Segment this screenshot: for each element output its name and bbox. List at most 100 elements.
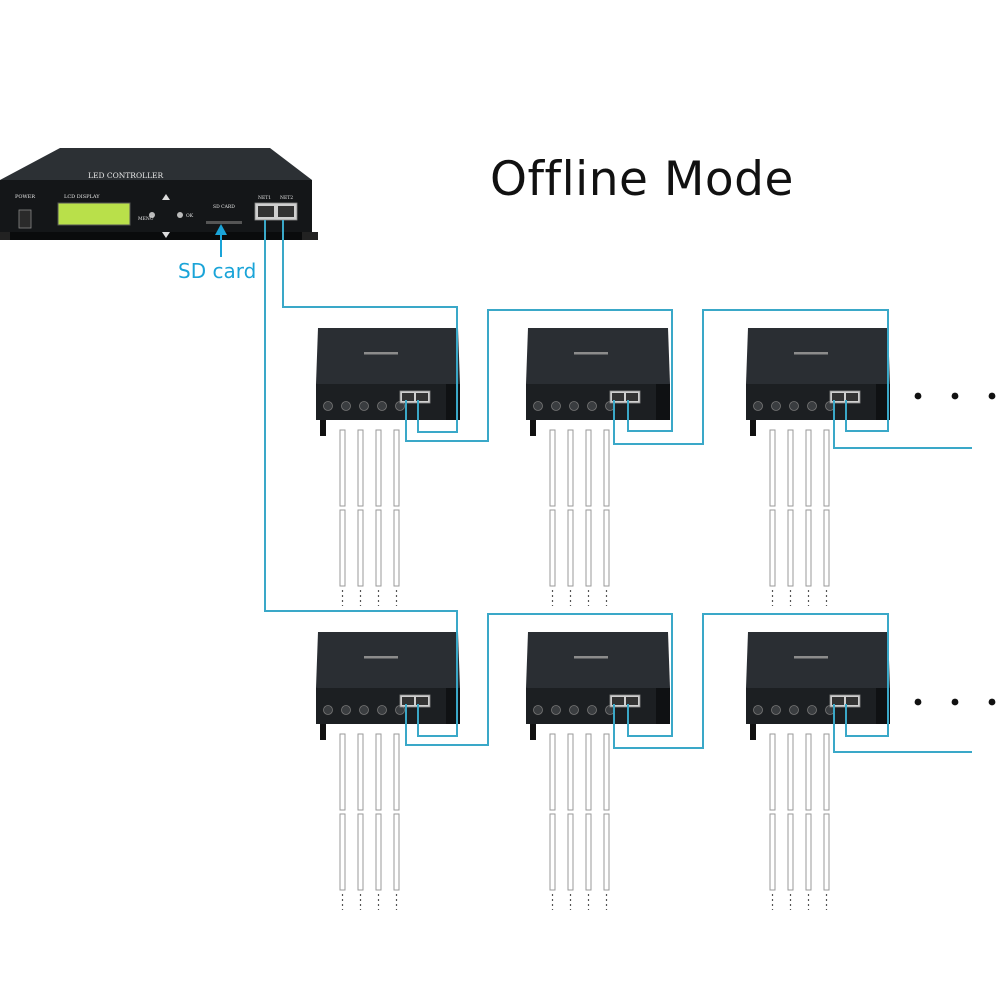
output-connector-icon	[551, 401, 561, 411]
controller-foot	[750, 724, 756, 740]
led-strip	[549, 509, 556, 587]
ethernet-port	[612, 393, 624, 401]
led-strip	[805, 509, 812, 587]
led-strip-group	[769, 429, 830, 606]
output-connector-icon	[569, 705, 579, 715]
led-strip	[769, 429, 776, 507]
led-strip	[393, 813, 400, 891]
output-connector-icon	[807, 705, 817, 715]
controller-logo	[794, 352, 828, 355]
led-strip	[787, 429, 794, 507]
cable-row1-out	[833, 400, 972, 449]
output-connector-icon	[341, 401, 351, 411]
output-connector-icon	[359, 705, 369, 715]
led-strip	[603, 813, 610, 891]
led-strip	[823, 733, 830, 811]
power-label: POWER	[15, 194, 35, 200]
led-strip	[823, 813, 830, 891]
output-connector-icon	[771, 401, 781, 411]
controller-front	[746, 688, 890, 724]
led-strip	[393, 509, 400, 587]
led-strip	[393, 733, 400, 811]
output-connector-icon	[533, 705, 543, 715]
cable-row2-link-1	[405, 613, 673, 746]
output-connector-icon	[377, 705, 387, 715]
controller-foot	[320, 420, 326, 436]
output-connector-icon	[753, 401, 763, 411]
slave-controller	[526, 328, 670, 436]
led-controller: LED CONTROLLER POWER LCD DISPLAY MENU OK…	[0, 148, 318, 240]
controller-top	[316, 328, 460, 384]
ethernet-port-net1	[258, 206, 274, 217]
led-strip	[769, 733, 776, 811]
led-strip	[339, 509, 346, 587]
ethernet-port	[832, 697, 844, 705]
led-strip	[769, 509, 776, 587]
led-strip	[357, 509, 364, 587]
ethernet-port	[626, 697, 638, 705]
controller-side	[656, 688, 670, 724]
slave-controllers	[316, 328, 890, 740]
controller-top	[746, 632, 890, 688]
cable-row1-link-2	[613, 309, 889, 445]
led-strip	[603, 509, 610, 587]
slave-controller	[526, 632, 670, 740]
output-connector-icon	[789, 705, 799, 715]
output-connector-icon	[587, 705, 597, 715]
led-strip	[375, 429, 382, 507]
ethernet-port	[416, 393, 428, 401]
controller-logo	[364, 656, 398, 659]
led-strip	[823, 509, 830, 587]
slave-controller	[316, 632, 460, 740]
controller-front	[316, 384, 460, 420]
power-switch-icon	[18, 209, 32, 229]
sd-card-arrow	[215, 224, 227, 257]
led-strip	[375, 509, 382, 587]
more-devices-ellipsis-row-1	[914, 392, 996, 400]
controller-top	[746, 328, 890, 384]
led-strip	[567, 813, 574, 891]
controller-logo	[574, 656, 608, 659]
ethernet-port	[846, 393, 858, 401]
controller-side	[876, 688, 890, 724]
controller-side	[656, 384, 670, 420]
led-strip	[339, 429, 346, 507]
cable-row1-link-1	[405, 309, 673, 442]
led-strip	[357, 733, 364, 811]
sd-slot-label: SD CARD	[213, 204, 235, 210]
led-strip	[805, 429, 812, 507]
controller-logo	[574, 352, 608, 355]
controller-front	[746, 384, 890, 420]
arrow-down-icon	[162, 232, 170, 238]
led-strip	[393, 429, 400, 507]
led-strip-group	[549, 429, 610, 606]
controller-side	[876, 384, 890, 420]
controller-front	[526, 384, 670, 420]
output-connector-icon	[789, 401, 799, 411]
slave-controller	[316, 328, 460, 436]
network-cables	[264, 220, 972, 753]
controller-logo	[364, 352, 398, 355]
cable-master-to-row1	[282, 220, 458, 433]
ethernet-port	[846, 697, 858, 705]
sd-card-slot	[206, 221, 242, 224]
controller-top	[526, 328, 670, 384]
output-connector-icon	[341, 705, 351, 715]
controller-logo	[794, 656, 828, 659]
controller-foot	[530, 724, 536, 740]
output-connector-icon	[551, 705, 561, 715]
led-strip	[805, 733, 812, 811]
page-title: Offline Mode	[490, 152, 794, 207]
led-strip	[357, 429, 364, 507]
ethernet-port	[402, 697, 414, 705]
cable-row2-out	[833, 704, 972, 753]
led-strip	[549, 429, 556, 507]
controller-front	[316, 688, 460, 724]
ethernet-port	[416, 697, 428, 705]
output-connector-icon	[533, 401, 543, 411]
output-connector-icon	[807, 401, 817, 411]
ok-label: OK	[186, 213, 194, 219]
led-strip	[375, 813, 382, 891]
led-strip-group	[339, 429, 400, 606]
